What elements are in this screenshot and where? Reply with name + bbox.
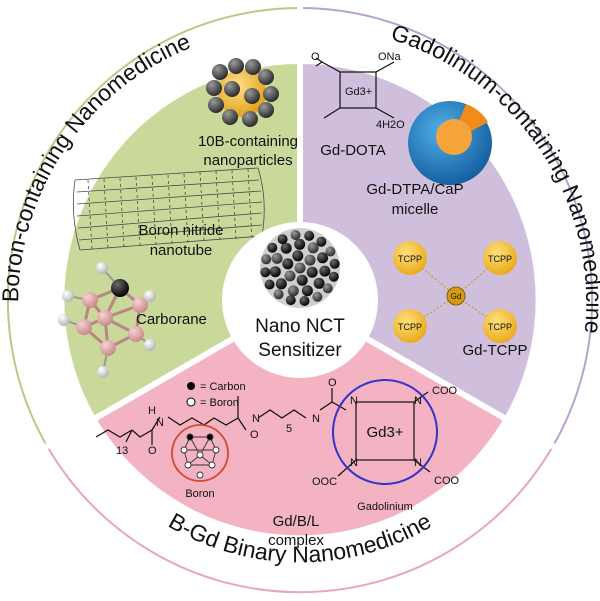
boron-nanoparticle-icon	[206, 58, 279, 127]
gd-node: Gd	[451, 292, 462, 301]
fullerene-atom	[292, 250, 304, 262]
micelle-label-line1: Gd-DTPA/CaP	[366, 181, 463, 198]
carbon-legend-dot	[187, 382, 195, 390]
dota-ona-label: ONa	[378, 51, 402, 63]
amide-n-3: N	[312, 413, 320, 425]
tcpp-node-4: TCPP	[488, 322, 512, 332]
tcpp-node-1: TCPP	[398, 254, 422, 264]
fullerene-atom	[328, 271, 339, 282]
fullerene-atom	[282, 258, 294, 270]
fullerene-atom	[290, 230, 301, 240]
gadolinium-label: Gadolinium	[357, 501, 413, 513]
fullerene-atom	[325, 246, 336, 257]
fullerene-atom	[317, 252, 329, 264]
fullerene-atom	[269, 266, 281, 278]
gd-ion-label: Gd3+	[366, 424, 403, 441]
dota-water-label: 4H2O	[376, 119, 405, 131]
micelle-sphere-icon	[408, 101, 492, 185]
fullerene-atom	[322, 283, 333, 294]
boron-nitride-nanotube-icon	[72, 167, 265, 251]
ooc-label: OOC	[312, 476, 337, 488]
gd-tcpp-network-icon	[393, 241, 517, 343]
tcpp-node-2: TCPP	[488, 254, 512, 264]
chelate-n-2: N	[414, 395, 422, 407]
fullerene-atom	[319, 265, 331, 277]
chelate-n-4: N	[414, 457, 422, 469]
carborane-molecule-icon	[58, 262, 156, 378]
fullerene-atom	[277, 234, 288, 245]
fullerene-atom	[304, 254, 316, 266]
complex-label-line1: Gd/B/L	[273, 513, 320, 530]
dota-o-minus-label: O	[311, 51, 320, 63]
fullerene-atom	[299, 296, 310, 306]
fullerene-atom	[296, 274, 308, 286]
fullerene-atom	[280, 242, 292, 254]
gd-dota-label: Gd-DOTA	[320, 142, 386, 159]
fullerene-atom	[271, 252, 283, 264]
fullerene-atom	[306, 266, 318, 278]
legend-boron: = Boron	[200, 397, 239, 409]
amide-n-1: N	[156, 417, 164, 429]
micelle-label-line2: micelle	[392, 201, 439, 218]
dota-gd-label: Gd3+	[345, 86, 372, 98]
boron-legend-dot	[186, 397, 196, 407]
boron-cage-icon	[180, 433, 220, 479]
gadolinium-chelate-ring	[332, 379, 438, 485]
fullerene-atom	[301, 285, 313, 297]
fullerene-atom	[284, 270, 296, 282]
chelate-n-1: N	[350, 395, 358, 407]
fullerene-atom	[264, 279, 275, 290]
chelate-n-3: N	[350, 457, 358, 469]
fullerene-atom	[313, 277, 325, 289]
fullerene-atom	[261, 254, 272, 265]
amide-o-2: O	[250, 429, 259, 441]
fullerene-atom	[307, 242, 319, 254]
fullerene-atom	[329, 258, 340, 269]
fullerene-icon	[260, 228, 340, 308]
nanotube-label-line1: Boron nitride	[138, 222, 223, 239]
fullerene-atom	[260, 267, 271, 278]
fullerene-atom	[294, 238, 306, 250]
fullerene-atom	[273, 289, 284, 300]
fullerene-atom	[287, 285, 299, 297]
fullerene-atom	[294, 262, 306, 274]
tcpp-node-3: TCPP	[398, 322, 422, 332]
legend-carbon: = Carbon	[200, 381, 246, 393]
center-label-line2: Sensitizer	[258, 340, 342, 361]
boron-label: Boron	[185, 488, 214, 500]
sub-13: 13	[116, 445, 128, 457]
amide-o-3: O	[328, 377, 337, 389]
gd-tcpp-label: Gd-TCPP	[462, 342, 527, 359]
sub-5: 5	[286, 423, 292, 435]
center-label-line1: Nano NCT	[255, 316, 345, 337]
amide-o-1: O	[148, 445, 157, 457]
gd-dota-structure-icon	[315, 57, 395, 119]
complex-label-line2: complex	[268, 532, 324, 549]
fullerene-atom	[316, 236, 327, 247]
boron-cage-ring	[171, 424, 229, 482]
nanoparticles-label-line1: 10B-containing	[198, 133, 298, 150]
fullerene-atom	[267, 242, 278, 253]
coo-label-2: COO	[434, 475, 460, 487]
carborane-label: Carborane	[136, 311, 207, 328]
fullerene-atom	[304, 230, 315, 241]
nanoparticles-label-line2: nanoparticles	[203, 152, 292, 169]
coo-label-1: COO	[432, 385, 458, 397]
fullerene-atom	[312, 291, 323, 302]
fullerene-atom	[285, 295, 296, 306]
amide-n-2: N	[252, 413, 260, 425]
fullerene-atom	[275, 278, 287, 290]
amide-nh-1: H	[148, 405, 156, 417]
nanotube-label-line2: nanotube	[150, 242, 213, 259]
